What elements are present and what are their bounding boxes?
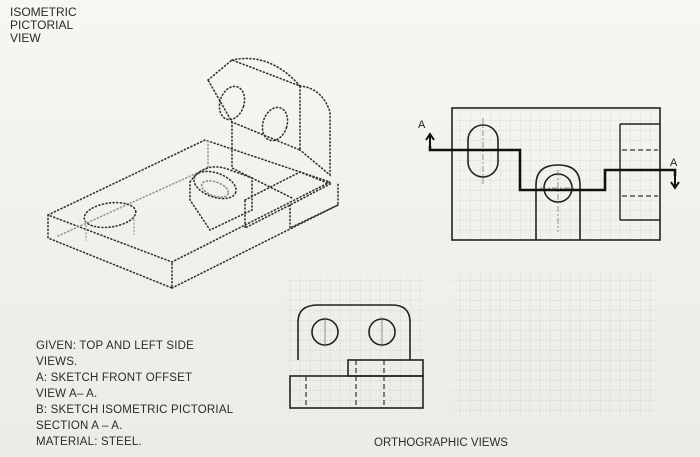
given-line-3: A: SKETCH FRONT OFFSET xyxy=(36,372,193,384)
top-view-upright xyxy=(535,164,581,240)
section-mark-left: A xyxy=(418,119,426,131)
iso-boss-hole xyxy=(193,170,237,200)
iso-base-front xyxy=(47,214,173,290)
isometric-pictorial xyxy=(45,57,339,290)
iso-base-hole-depth xyxy=(85,215,135,241)
given-line-1: GIVEN: TOP AND LEFT SIDE xyxy=(36,340,194,352)
iso-step-block xyxy=(244,171,332,230)
iso-base-hole xyxy=(83,201,137,229)
top-view-outline xyxy=(451,107,661,241)
cutting-plane-arrow-left xyxy=(425,132,435,150)
iso-hole-upper-1 xyxy=(218,85,246,121)
given-instructions: GIVEN: TOP AND LEFT SIDE VIEWS. A: SKETC… xyxy=(36,338,233,450)
iso-hole-upper-2 xyxy=(261,106,289,142)
iso-base-top xyxy=(45,139,333,263)
side-view-grid xyxy=(285,276,423,410)
front-view-grid xyxy=(452,272,656,414)
title-line-1: ISOMETRIC xyxy=(10,5,77,19)
iso-upright-base xyxy=(231,121,293,199)
section-mark-right: A xyxy=(670,157,678,169)
iso-upright-side xyxy=(299,85,331,177)
orthographic-views-label: ORTHOGRAPHIC VIEWS xyxy=(374,437,508,449)
iso-upright-front xyxy=(206,59,301,152)
title-line-2: PICTORIAL xyxy=(10,18,74,32)
iso-boss-hole-inner xyxy=(200,180,230,198)
iso-step-front xyxy=(289,204,339,230)
given-line-6: SECTION A – A. xyxy=(36,420,123,432)
given-line-2: VIEWS. xyxy=(36,356,78,368)
given-line-5: B: SKETCH ISOMETRIC PICTORIAL xyxy=(36,404,234,416)
title-line-3: VIEW xyxy=(10,31,41,45)
iso-upright-top xyxy=(231,57,301,87)
given-line-7: MATERIAL: STEEL. xyxy=(36,436,142,448)
side-view xyxy=(285,276,424,410)
iso-hidden-edges xyxy=(57,139,209,237)
given-line-4: VIEW A– A. xyxy=(36,388,98,400)
side-view-upright xyxy=(297,304,411,360)
top-view: A A xyxy=(418,107,680,241)
iso-boss xyxy=(189,166,253,232)
cutting-plane-arrow-right xyxy=(670,176,680,190)
cutting-plane-line xyxy=(428,146,677,192)
iso-base-right xyxy=(171,181,339,289)
title-block: ISOMETRIC PICTORIAL VIEW xyxy=(10,6,77,45)
